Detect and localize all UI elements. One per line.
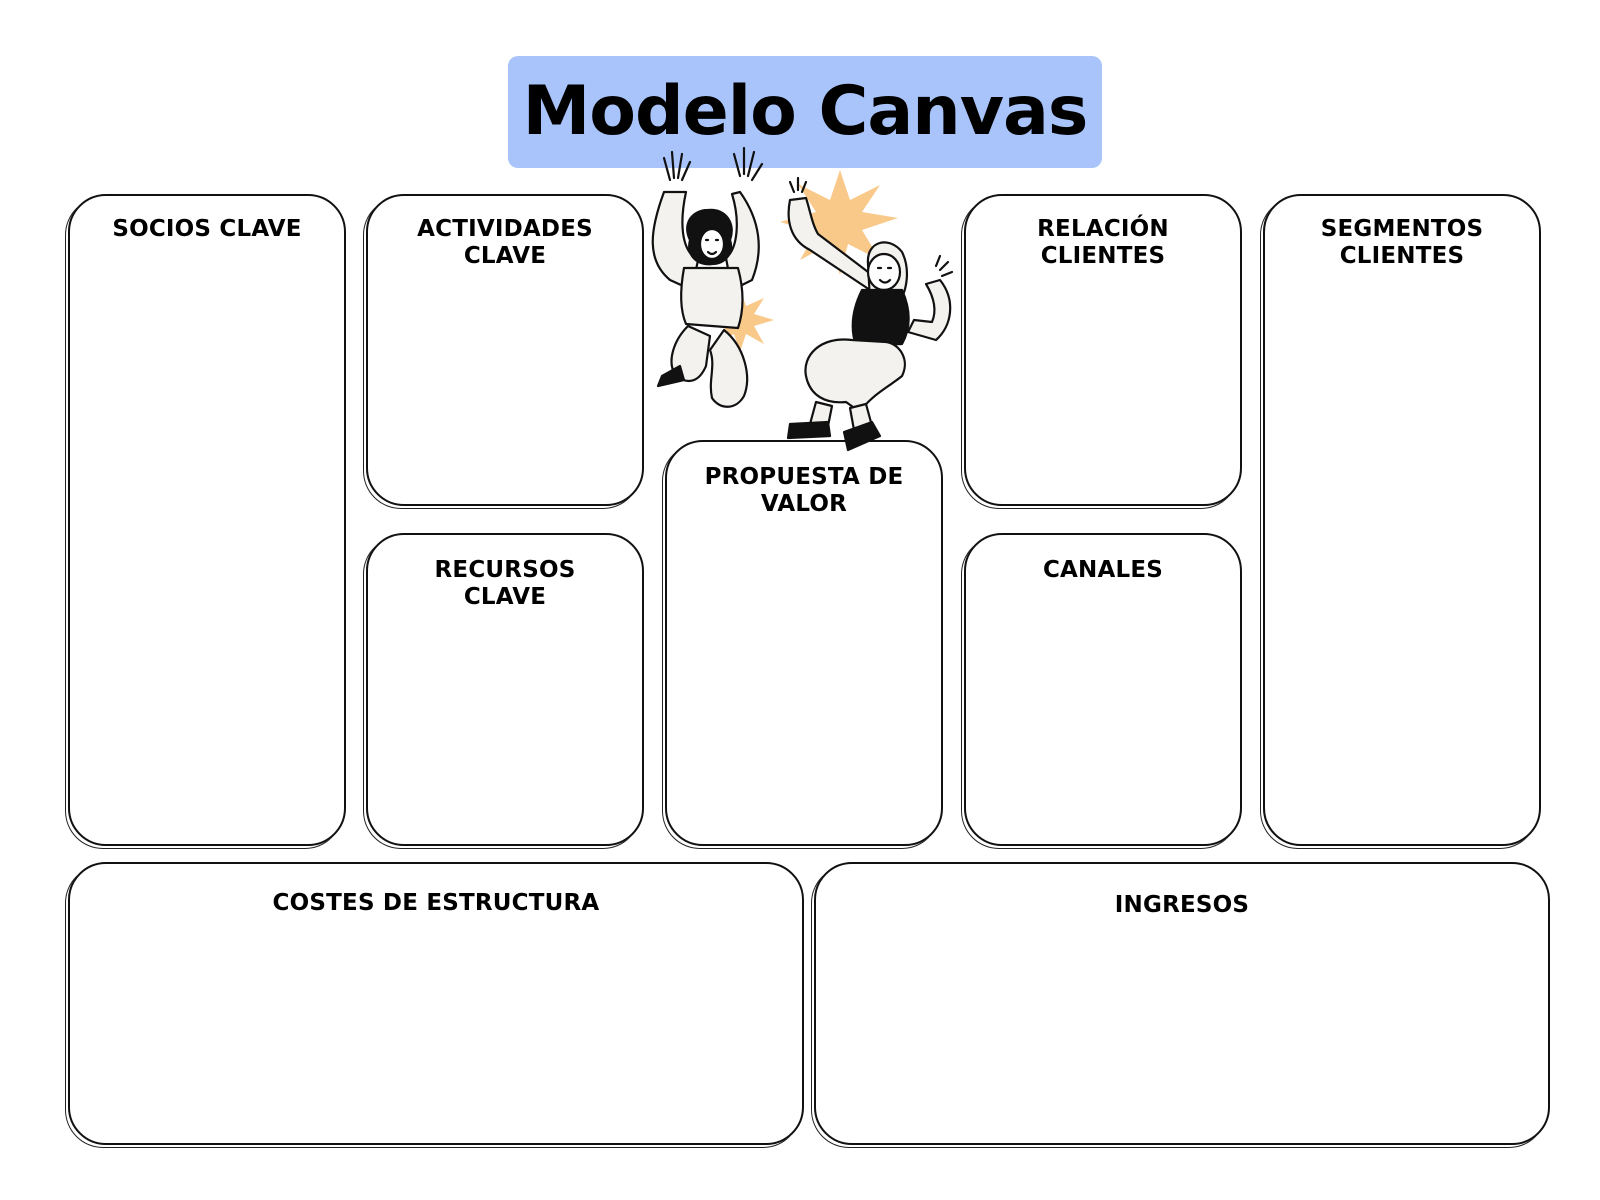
actividades-clave-box: ACTIVIDADES CLAVE	[366, 194, 644, 506]
costes-de-estructura-label: COSTES DE ESTRUCTURA	[272, 890, 600, 916]
socios-clave-label: SOCIOS CLAVE	[112, 216, 302, 242]
relacion-clientes-label: RELACIÓN CLIENTES	[1037, 216, 1169, 269]
ingresos-label: INGRESOS	[1114, 892, 1250, 918]
recursos-clave-box: RECURSOS CLAVE	[366, 533, 644, 846]
canales-label: CANALES	[1042, 557, 1164, 583]
socios-clave-box: SOCIOS CLAVE	[68, 194, 346, 846]
propuesta-de-valor-label: PROPUESTA DE VALOR	[704, 464, 904, 517]
actividades-clave-label: ACTIVIDADES CLAVE	[417, 216, 593, 269]
costes-de-estructura-box: COSTES DE ESTRUCTURA	[68, 862, 804, 1145]
page-title: Modelo Canvas	[522, 72, 1089, 151]
celebration-illustration	[651, 146, 954, 452]
segmentos-clientes-box: SEGMENTOS CLIENTES	[1263, 194, 1541, 846]
ingresos-box: INGRESOS	[814, 862, 1550, 1145]
propuesta-de-valor-box: PROPUESTA DE VALOR	[665, 440, 943, 846]
segmentos-clientes-label: SEGMENTOS CLIENTES	[1320, 216, 1484, 269]
recursos-clave-label: RECURSOS CLAVE	[434, 557, 576, 610]
relacion-clientes-box: RELACIÓN CLIENTES	[964, 194, 1242, 506]
person-right-figure	[786, 176, 954, 452]
title-banner: Modelo Canvas	[508, 56, 1102, 168]
canales-box: CANALES	[964, 533, 1242, 846]
person-left-figure	[651, 146, 764, 408]
